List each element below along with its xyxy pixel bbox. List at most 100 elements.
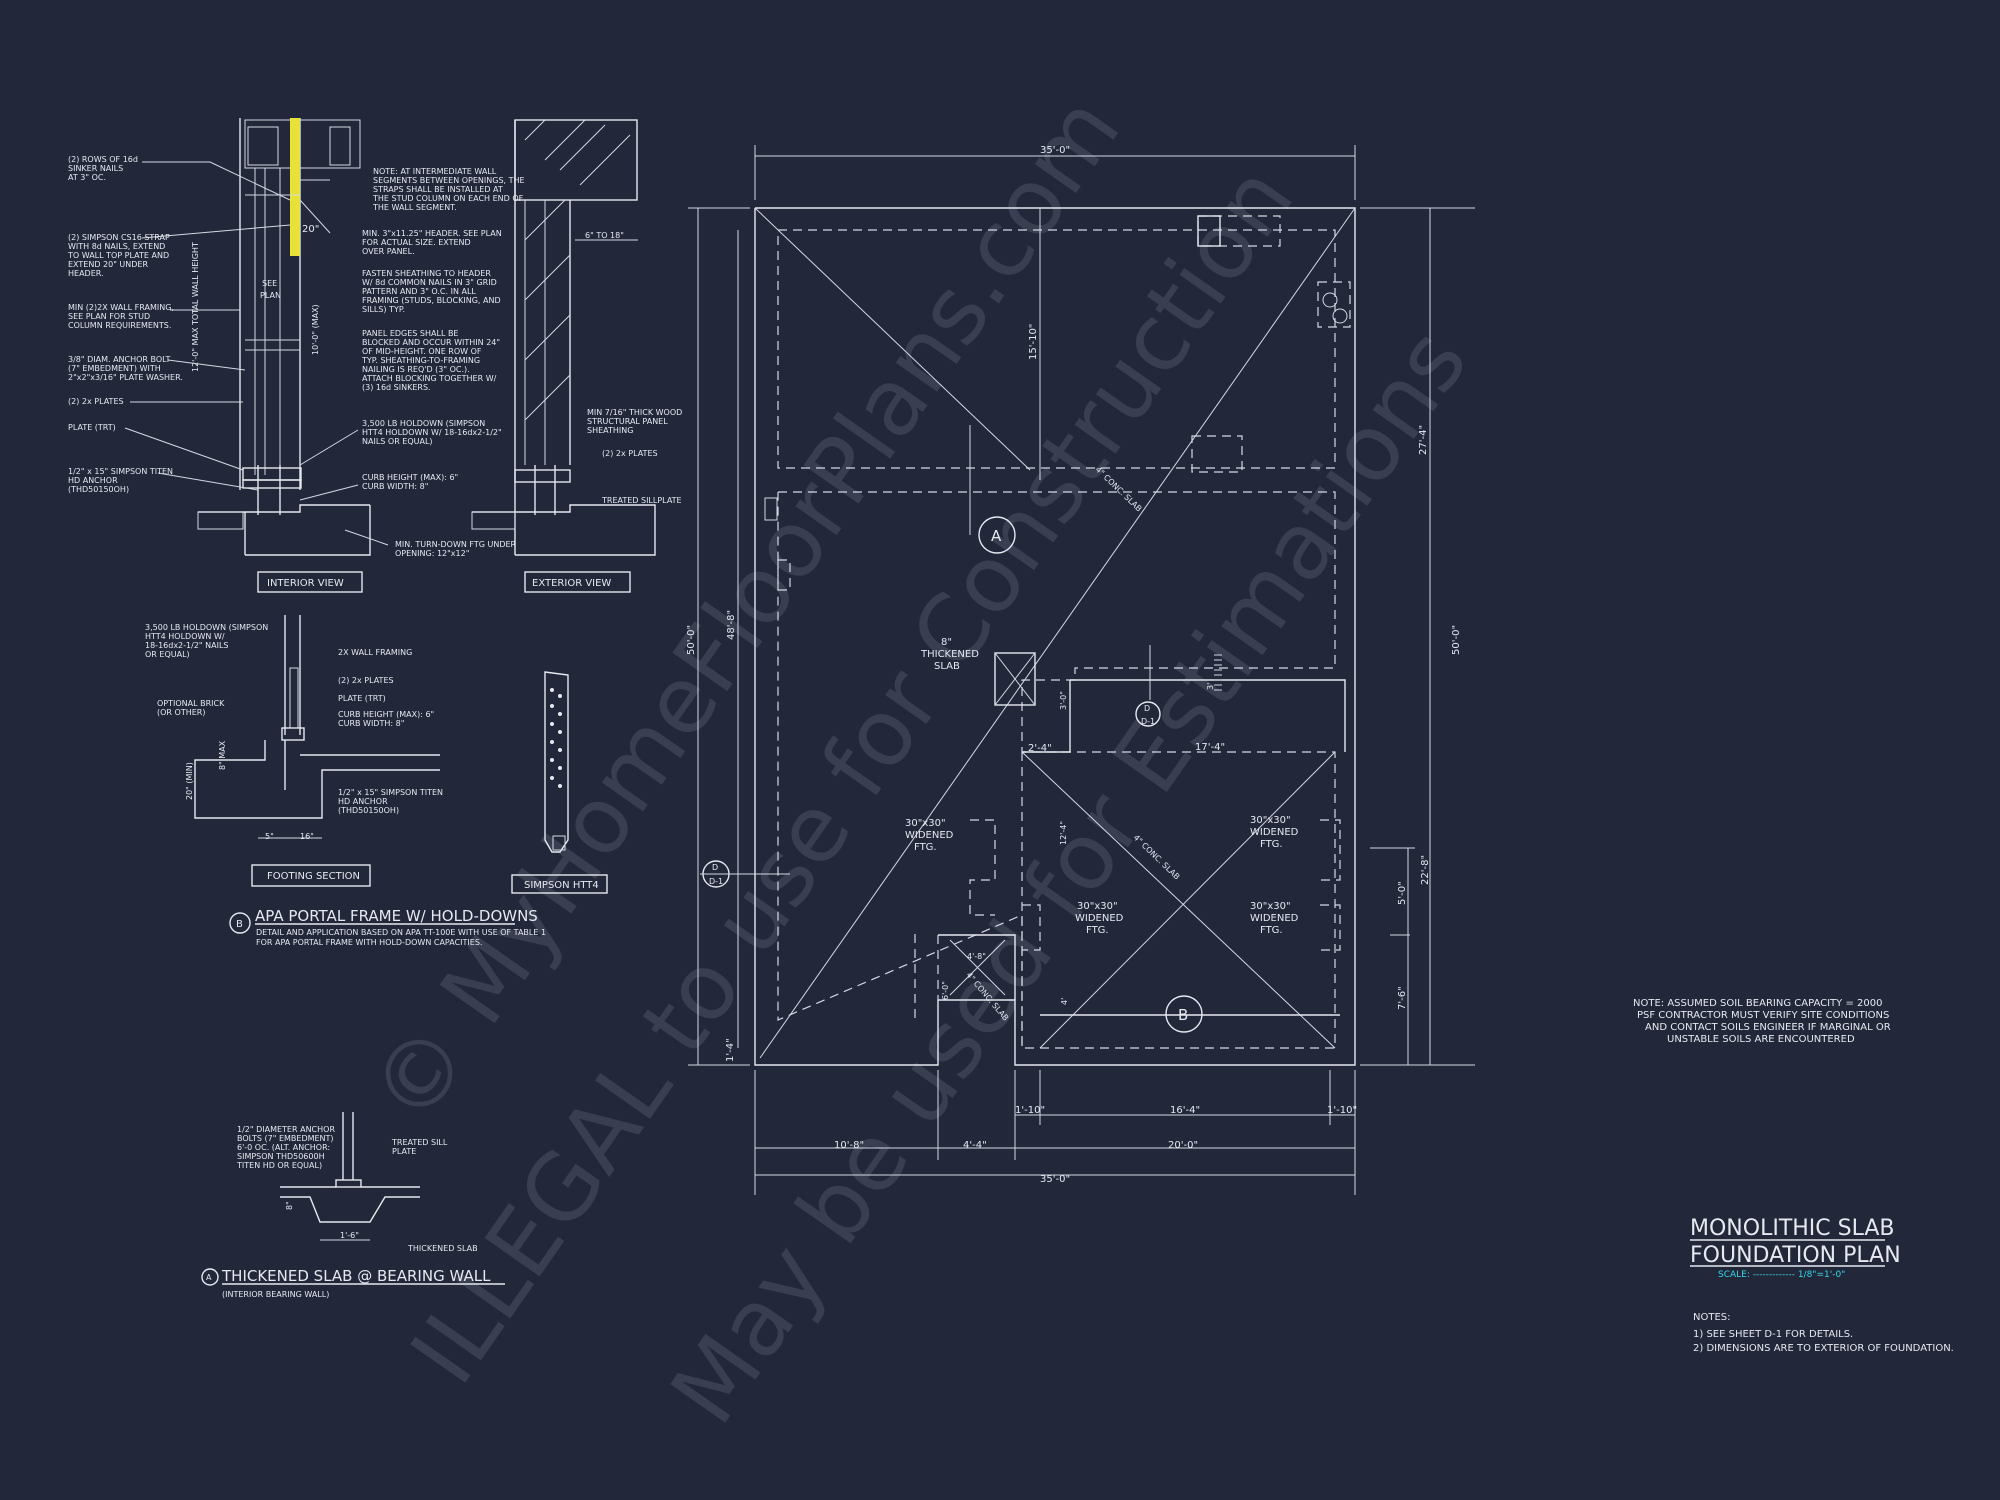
interior-left-notes-text: 1/2" x 15" SIMPSON TITEN (68, 467, 173, 476)
interior-left-notes-text: SEE PLAN FOR STUD (68, 312, 150, 321)
thick-dim-16: 1'-6" (340, 1231, 359, 1240)
soil-note: NOTE: ASSUMED SOIL BEARING CAPACITY = 20… (1633, 998, 1891, 1045)
widened-footing-label-1: 30"x30" WIDENED FTG. (905, 818, 954, 853)
svg-text:FTG.: FTG. (1260, 839, 1283, 850)
interior-left-notes-text: AT 3" OC. (68, 173, 106, 182)
detail-tag-d1-mid (1135, 701, 1161, 727)
title-block: MONOLITHIC SLAB FOUNDATION PLAN SCALE: -… (1690, 1216, 1954, 1354)
svg-text:30"x30": 30"x30" (1077, 901, 1118, 912)
svg-text:THICKENED: THICKENED (920, 649, 979, 660)
dim-right-5: 5'-0" (1397, 881, 1408, 905)
footing-notes-text: HTT4 HOLDOWN W/ (145, 632, 225, 641)
detail-tag-d1-left-top: D (712, 863, 718, 872)
dim-left-1-4: 1'-4" (725, 1038, 736, 1062)
thick-notes-text: TITEN HD OR EQUAL) (236, 1161, 322, 1170)
footing-section-title: FOOTING SECTION (267, 871, 360, 882)
svg-text:FTG.: FTG. (1086, 925, 1109, 936)
svg-text:NOTE: ASSUMED SOIL BEARING CAP: NOTE: ASSUMED SOIL BEARING CAPACITY = 20… (1633, 998, 1882, 1009)
thickened-slab-label: 8" THICKENED SLAB (920, 637, 979, 672)
simpson-htt4-detail: SIMPSON HTT4 (511, 671, 608, 894)
interior-left-notes-text: (THD50150OH) (68, 485, 129, 494)
footing-notes-text: PLATE (TRT) (338, 694, 386, 703)
interior-mid-notes-text: FASTEN SHEATHING TO HEADER (362, 269, 491, 278)
svg-text:SLAB: SLAB (934, 661, 960, 672)
dim-right-7: 7'-6" (1397, 986, 1408, 1010)
svg-text:FTG.: FTG. (1260, 925, 1283, 936)
strap-highlight (290, 118, 300, 256)
interior-left-notes-text: (2) ROWS OF 16d (68, 155, 138, 164)
interior-left-notes-text: (7" EMBEDMENT) WITH (68, 364, 161, 373)
dim-15-10: 15'-10" (1028, 324, 1039, 360)
section-tag-a (978, 516, 1016, 554)
footing-notes-text: 18-16dx2-1/2" NAILS (145, 641, 228, 650)
interior-left-notes-text: TO WALL TOP PLATE AND (67, 251, 169, 260)
footing-dim-5: 5" (265, 832, 274, 841)
note-2: 2) DIMENSIONS ARE TO EXTERIOR OF FOUNDAT… (1693, 1343, 1954, 1354)
dim-20in: 20" (302, 224, 319, 235)
interior-mid-notes-text: THE WALL SEGMENT. (372, 203, 457, 212)
interior-mid-notes-text: NAILS OR EQUAL) (362, 437, 433, 446)
dim-3: 3' (1206, 683, 1215, 690)
slab-diagonal-1 (754, 207, 1031, 471)
svg-text:AND CONTACT SOILS ENGINEER IF: AND CONTACT SOILS ENGINEER IF MARGINAL O… (1645, 1022, 1891, 1033)
thick-notes-text: TREATED SILL (391, 1138, 448, 1147)
interior-mid-notes-text: PATTERN AND 3" O.C. IN ALL (362, 287, 476, 296)
detail-tag-d1-mid-bottom: D-1 (1141, 717, 1155, 726)
footing-notes-text: OPTIONAL BRICK (157, 699, 225, 708)
thick-subtitle: (INTERIOR BEARING WALL) (222, 1290, 329, 1299)
detail-tag-d1-left-bottom: D-1 (709, 877, 723, 886)
section-tag-b-label: B (1178, 1006, 1188, 1024)
footing-dim-16: 16" (300, 832, 314, 841)
portal-tag: B (236, 919, 243, 930)
exterior-notes-text: MIN 7/16" THICK WOOD (587, 408, 682, 417)
footing-notes-text: OR EQUAL) (145, 650, 190, 659)
exterior-view-detail: 6" TO 18" EXTERIOR VIEW (471, 119, 656, 593)
interior-left-notes-text: MIN (2)2X WALL FRAMING, (68, 303, 174, 312)
interior-mid-notes-text: SILLS) TYP. (362, 305, 405, 314)
title-line-1: MONOLITHIC SLAB (1690, 1216, 1895, 1241)
svg-text:8": 8" (941, 637, 952, 648)
interior-mid-notes-text: SEGMENTS BETWEEN OPENINGS, THE (373, 176, 525, 185)
portal-desc-1: DETAIL AND APPLICATION BASED ON APA TT-1… (256, 928, 546, 937)
interior-mid-notes-text: TYP. SHEATHING-TO-FRAMING (361, 356, 480, 365)
footing-notes-text: CURB HEIGHT (MAX): 6" (338, 710, 434, 719)
svg-text:WIDENED: WIDENED (905, 830, 954, 841)
widened-footing-label-3: 30"x30" WIDENED FTG. (1250, 815, 1299, 850)
widened-footing-label-2: 30"x30" WIDENED FTG. (1075, 901, 1124, 936)
interior-mid-notes-text: NAILING IS REQ'D (3" OC.). (362, 365, 470, 374)
interior-mid-notes-text: THE STUD COLUMN ON EACH END OF (372, 194, 524, 203)
interior-view-title: INTERIOR VIEW (267, 578, 344, 589)
title-line-2: FOUNDATION PLAN (1690, 1243, 1901, 1268)
thick-tag: A (206, 1273, 212, 1282)
exterior-view-title: EXTERIOR VIEW (532, 578, 611, 589)
dim-3-0: 3'-0" (1059, 691, 1068, 710)
thick-title: THICKENED SLAB @ BEARING WALL (221, 1267, 491, 1285)
dim-4-8: 4'-8" (967, 952, 986, 961)
thick-notes-text: BOLTS (7" EMBEDMENT) (237, 1134, 334, 1143)
wall-10-label: 10'-0" (MAX) (311, 304, 320, 355)
interior-left-notes-text: SINKER NAILS (68, 164, 123, 173)
dim-4: 4' (1060, 998, 1069, 1005)
dim-b20-0: 20'-0" (1168, 1140, 1198, 1151)
svg-text:UNSTABLE SOILS ARE ENCOUNTERED: UNSTABLE SOILS ARE ENCOUNTERED (1667, 1034, 1855, 1045)
interior-mid-notes-text: CURB HEIGHT (MAX): 6" (362, 473, 458, 482)
widened-footing-label-4: 30"x30" WIDENED FTG. (1250, 901, 1299, 936)
interior-mid-notes-text: MIN. 3"x11.25" HEADER. SEE PLAN (362, 229, 502, 238)
interior-left-notes-text: 2"x2"x3/16" PLATE WASHER. (68, 373, 183, 382)
foundation-plan: A B D D-1 D D-1 8" THICKENED SLAB 30"x30… (686, 145, 1475, 1195)
svg-text:30"x30": 30"x30" (1250, 815, 1291, 826)
interior-mid-notes-text: (3) 16d SINKERS. (362, 383, 431, 392)
interior-left-notes-text: EXTEND 20" UNDER (68, 260, 148, 269)
interior-mid-notes-text: OPENING: 12"x12" (395, 549, 469, 558)
exterior-notes-text: TREATED SILLPLATE (601, 496, 682, 505)
footing-notes-text: (2) 2x PLATES (338, 676, 394, 685)
thickened-slab-detail: 1'-6" 8" A THICKENED SLAB @ BEARING WALL… (201, 1112, 505, 1299)
interior-left-notes-text: COLUMN REQUIREMENTS. (68, 321, 171, 330)
simpson-htt4-title: SIMPSON HTT4 (524, 880, 599, 891)
thickened-slab-box (994, 652, 1036, 706)
